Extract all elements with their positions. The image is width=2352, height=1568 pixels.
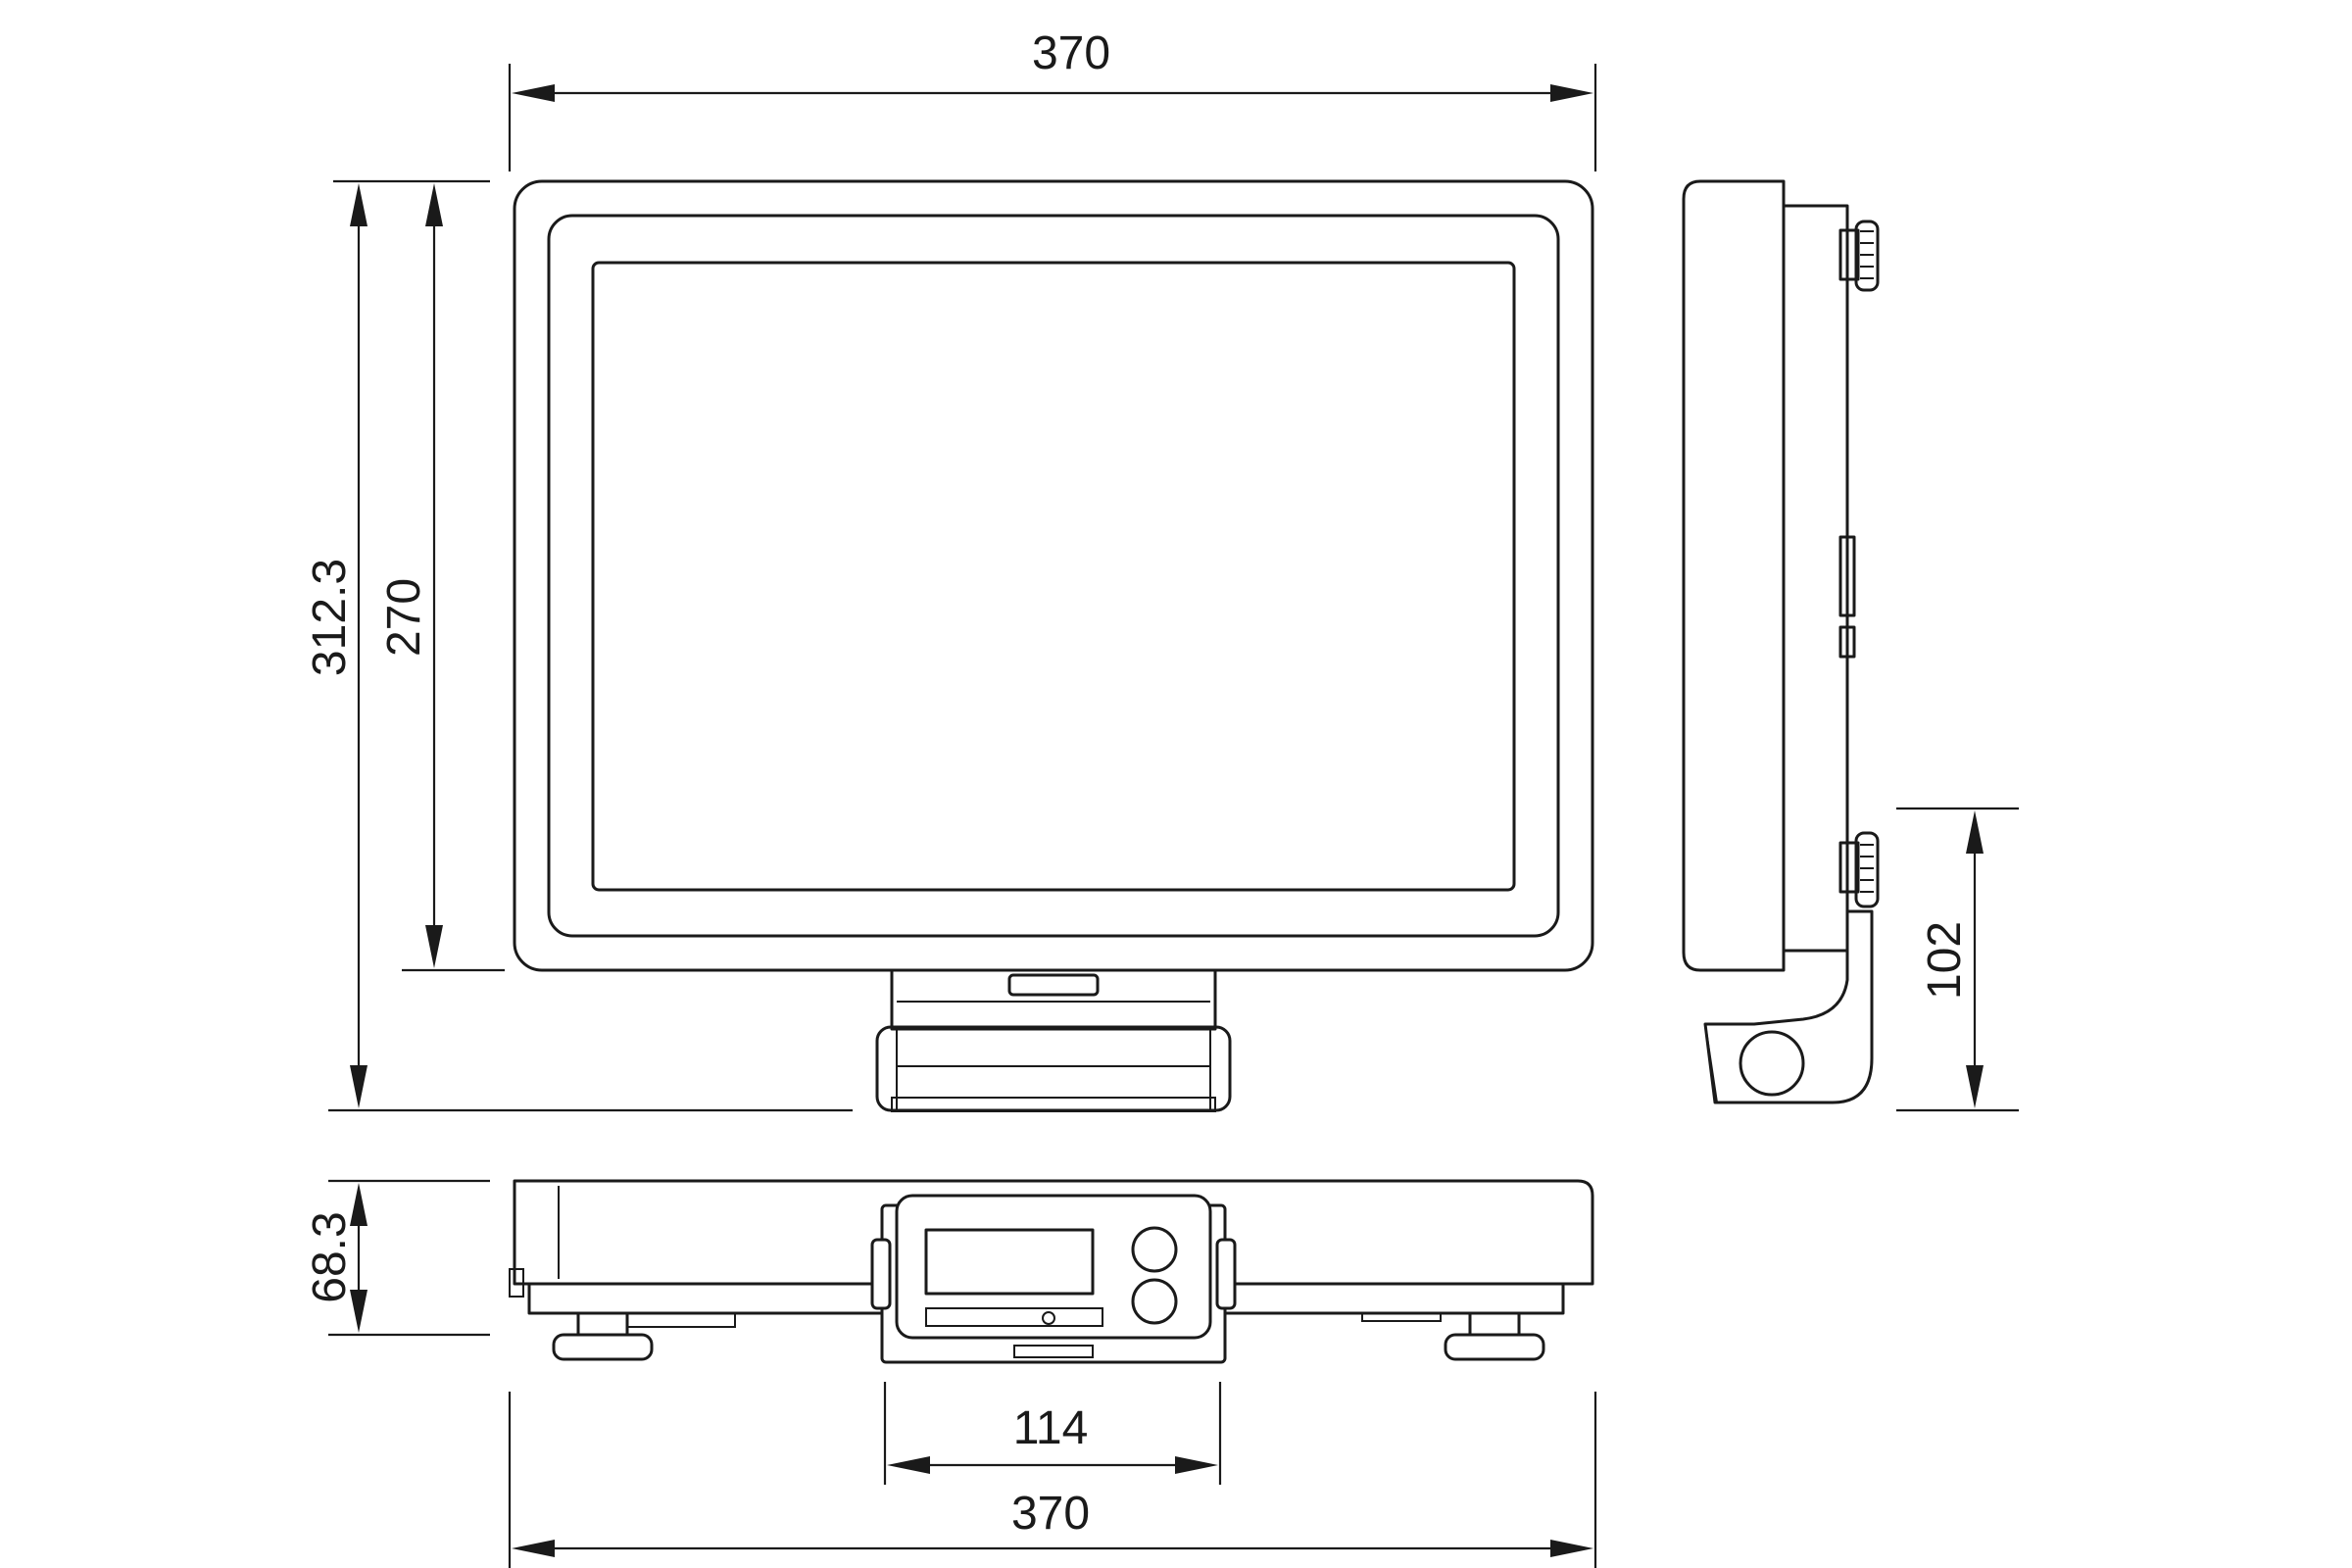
display-screw [1042, 1311, 1055, 1325]
dim-height-platform: 270 [378, 578, 430, 657]
dim-front-height: 68.3 [304, 1211, 356, 1302]
platform-inner-rim [547, 214, 1560, 938]
dim-display-width: 114 [1013, 1402, 1089, 1454]
display-button-top [1131, 1226, 1178, 1273]
front-view [509, 1179, 1594, 1364]
dim-side-bracket: 102 [1919, 921, 1971, 1000]
display-button-bottom [1131, 1278, 1178, 1325]
dim-bottom-width: 370 [1011, 1488, 1090, 1540]
display-bracket [1703, 909, 1874, 1104]
bracket-pivot [1739, 1030, 1805, 1097]
side-foot-bottom [1854, 831, 1880, 908]
front-platform [513, 1179, 1594, 1286]
side-view [1682, 179, 1880, 1104]
display-mount-latch [1007, 973, 1100, 997]
top-view [513, 179, 1594, 1112]
side-foot-top [1854, 220, 1880, 292]
dimension-labels: 370 312.3 270 102 68.3 114 370 [304, 27, 1971, 1540]
display-screen [924, 1228, 1095, 1296]
display-tab-left [870, 1238, 892, 1310]
display-label-strip [925, 1307, 1103, 1327]
dimension-lines [328, 64, 2019, 1568]
dim-height-total: 312.3 [304, 559, 356, 676]
display-mount-neck [890, 968, 1217, 1031]
front-foot-right [1444, 1333, 1545, 1361]
front-foot-left [552, 1333, 654, 1361]
display-tab-right [1215, 1238, 1237, 1310]
dim-top-width: 370 [1032, 27, 1110, 79]
side-frame [1782, 204, 1849, 953]
side-platform [1682, 179, 1786, 972]
platform-outer [513, 179, 1594, 972]
platform-surface [591, 261, 1516, 892]
